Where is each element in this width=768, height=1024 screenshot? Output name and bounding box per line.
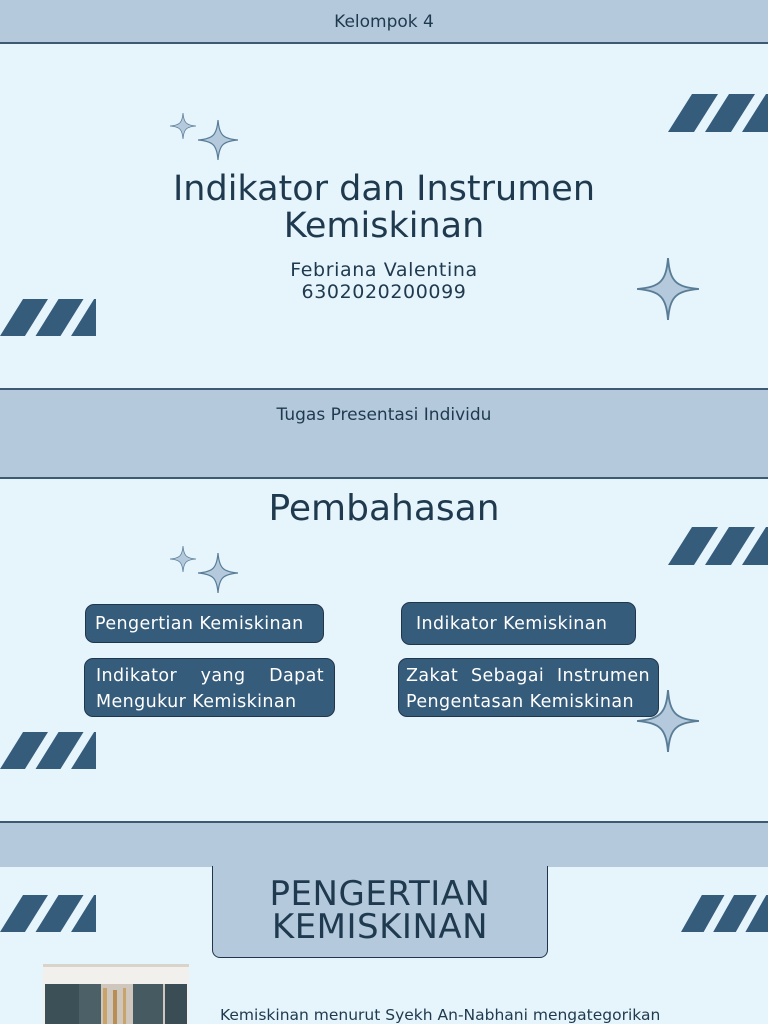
topic-word: Dapat [269,666,324,686]
sparkle-large-icon [637,258,699,320]
topic-indikator-kemiskinan[interactable]: Indikator Kemiskinan [401,602,636,645]
topic-label: Pengertian Kemiskinan [95,613,304,634]
topic-word: Zakat [406,666,459,686]
slide1-footer-band: Tugas Presentasi Individu [0,388,768,479]
sparkle-icon [198,553,238,593]
sparkle-small-icon [170,546,196,572]
topic-label: Indikator Kemiskinan [416,613,608,634]
topic-pengertian-kemiskinan[interactable]: Pengertian Kemiskinan [85,604,324,643]
slide2-footer-band [0,821,768,867]
slide1-title-line1: Indikator dan Instrumen [172,169,596,209]
slide1-header-band: Kelompok 4 [0,0,768,44]
slide3-title-card: PENGERTIAN KEMISKINAN [212,866,548,958]
topic-label-line1: Indikator yang Dapat [96,663,324,689]
room-photo [43,964,189,1024]
slide3-title-line2: KEMISKINAN [271,907,489,947]
topic-label-line2: Mengukur Kemiskinan [96,692,297,712]
author-name: Febriana Valentina [290,259,478,281]
sparkle-small-icon [170,113,196,139]
slide3-title-line1: PENGERTIAN [269,874,491,914]
topic-indikator-mengukur[interactable]: Indikator yang Dapat Mengukur Kemiskinan [84,658,335,717]
slide1-title: Indikator dan Instrumen Kemiskinan [0,171,768,245]
slide1-header-label: Kelompok 4 [334,12,434,32]
stripes-decoration-icon [0,299,96,336]
topic-label-line1: Zakat Sebagai Instrumen [406,663,650,689]
stripes-decoration-icon [681,895,768,932]
slide2-heading: Pembahasan [268,488,500,529]
topic-word: yang [200,666,246,686]
author-id: 6302020200099 [301,281,467,303]
slide3-body-text: Kemiskinan menurut Syekh An-Nabhani meng… [220,1006,661,1024]
slide1-title-line2: Kemiskinan [283,206,485,246]
stripes-decoration-icon [0,895,96,932]
topic-word: Instrumen [556,666,650,686]
slide1-footer-label: Tugas Presentasi Individu [276,405,492,425]
topic-zakat-instrumen[interactable]: Zakat Sebagai Instrumen Pengentasan Kemi… [398,658,659,717]
stripes-decoration-icon [668,527,768,565]
sparkle-icon [198,120,238,160]
topic-word: Indikator [96,666,178,686]
topic-word: Sebagai [470,666,545,686]
sparkle-large-icon [637,690,699,752]
stripes-decoration-icon [668,94,768,132]
stripes-decoration-icon [0,732,96,769]
topic-label-line2: Pengentasan Kemiskinan [406,692,634,712]
slide1-author: Febriana Valentina 6302020200099 [0,259,768,303]
